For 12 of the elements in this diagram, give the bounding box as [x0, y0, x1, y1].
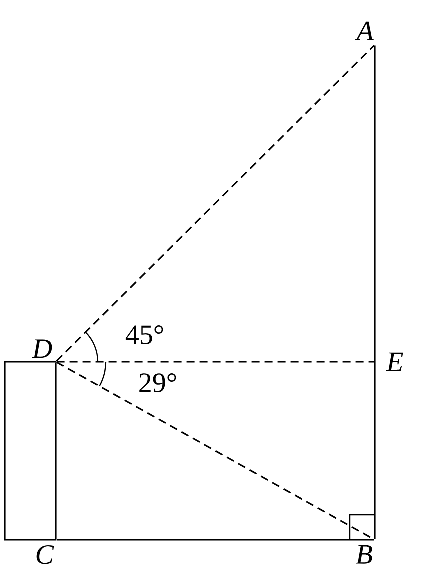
dashed-line	[56, 361, 374, 363]
line	[374, 46, 376, 540]
angle-label: 29°	[140, 374, 176, 392]
point-label: D	[32, 340, 52, 358]
point-label: B	[356, 545, 372, 564]
line	[56, 539, 374, 541]
line	[55, 362, 57, 540]
angle-label: 45°	[126, 326, 164, 344]
point-label: A	[355, 22, 374, 40]
dashed-line	[56, 45, 375, 362]
point-label: C	[36, 545, 54, 564]
point-label: E	[386, 352, 404, 372]
